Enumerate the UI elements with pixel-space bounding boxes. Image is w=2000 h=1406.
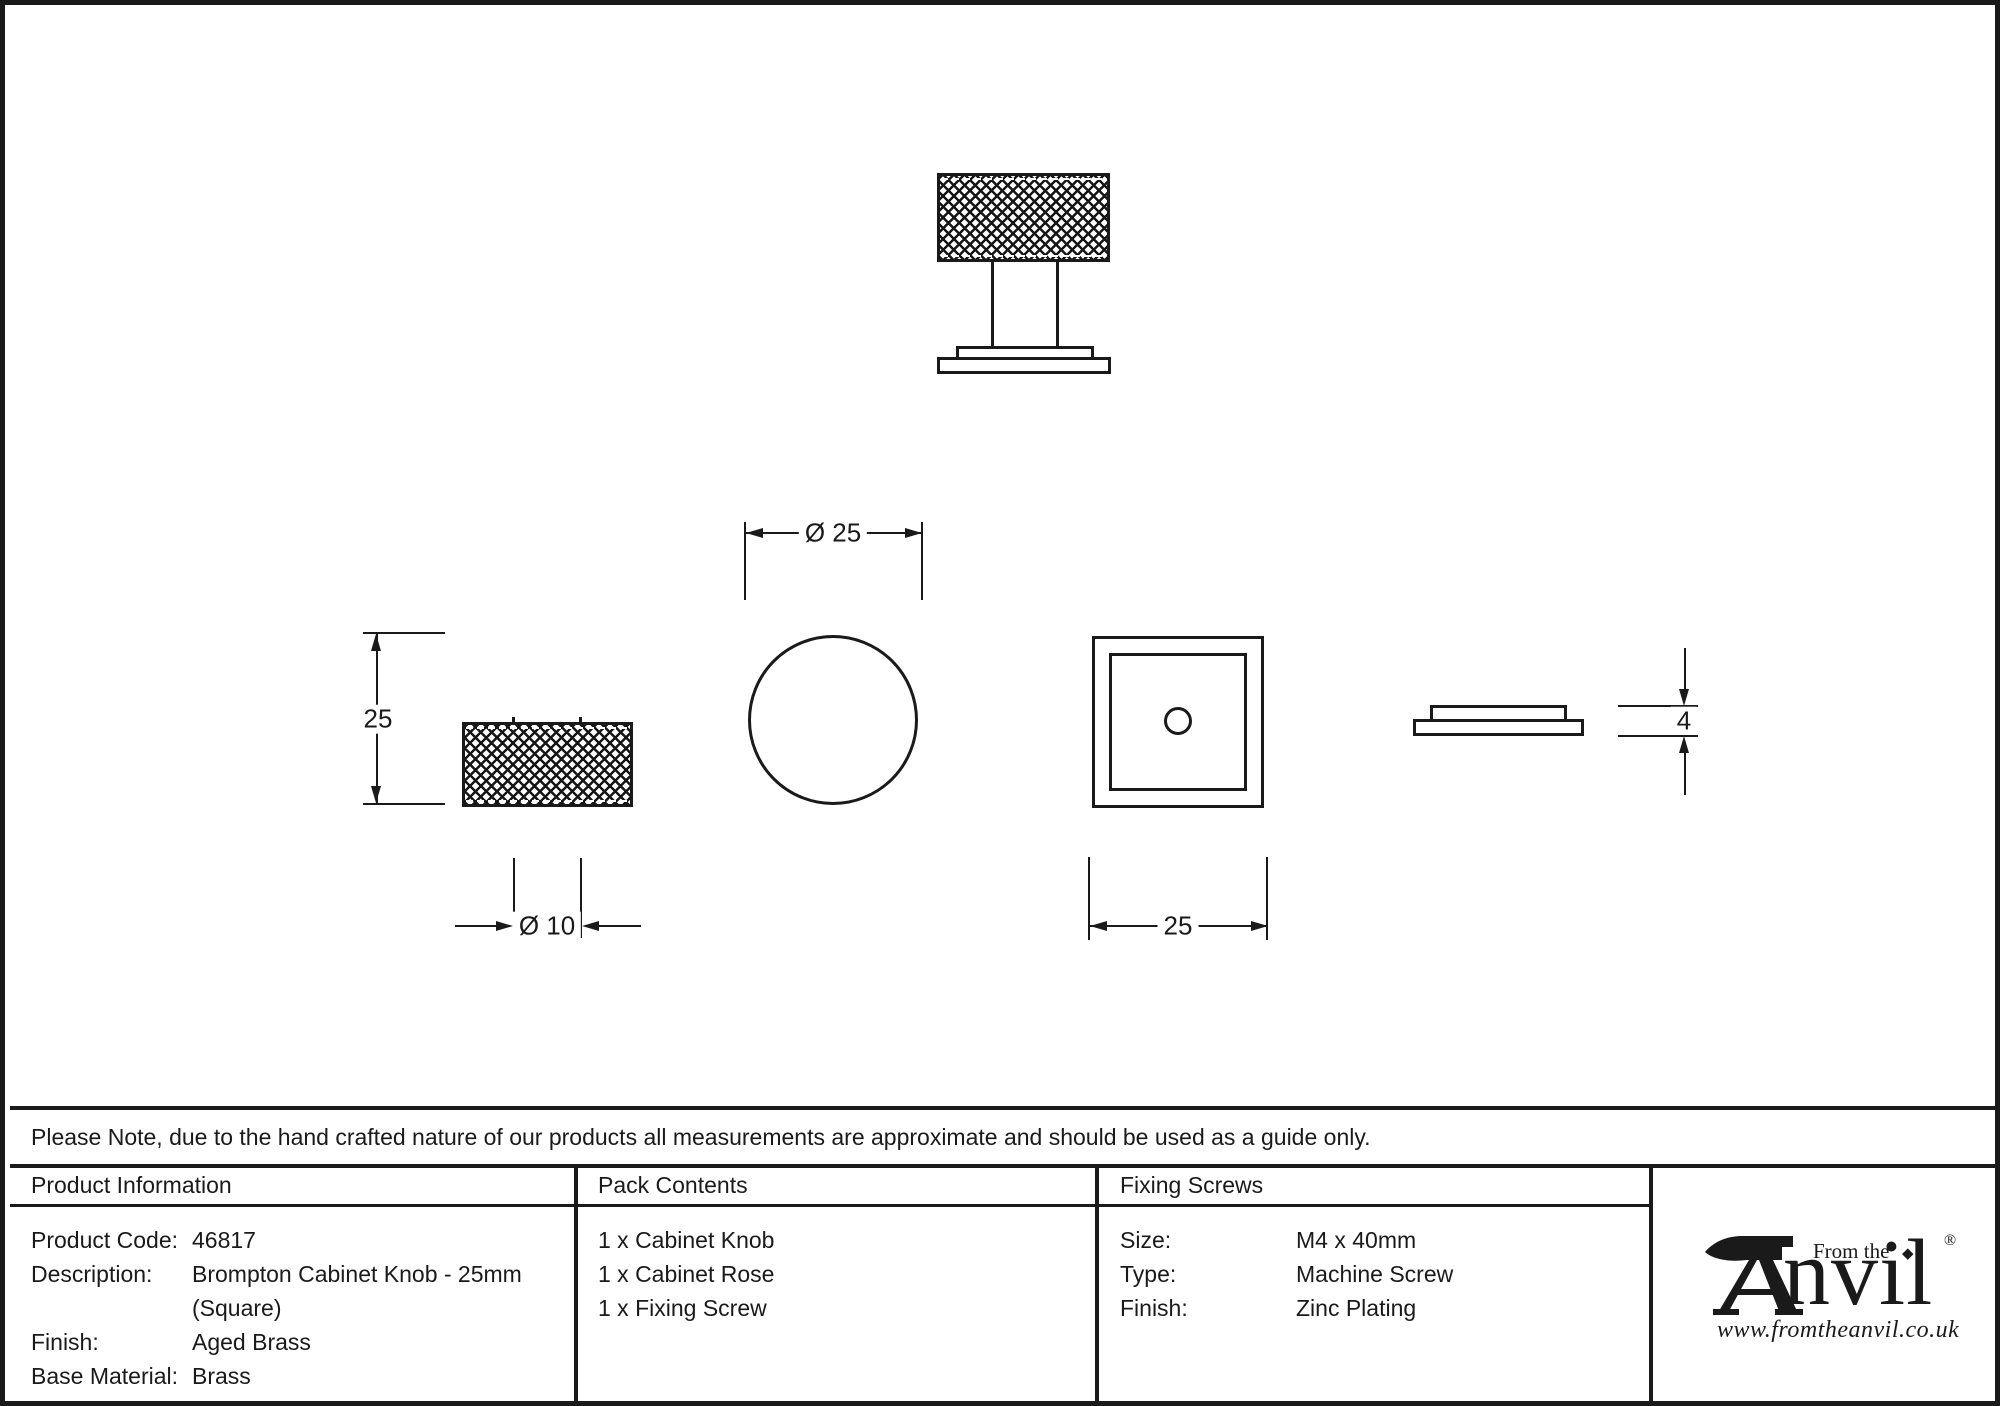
row-label: Finish:: [1120, 1295, 1188, 1321]
table-divider-1: [574, 1168, 578, 1401]
measurement-note: Please Note, due to the hand crafted nat…: [31, 1123, 1371, 1150]
dim-extension-line: [921, 522, 923, 600]
dim-label-rose-thickness: 4: [1670, 707, 1698, 736]
dim-line: [455, 925, 499, 927]
front-view-stem: [991, 261, 1059, 349]
dim-extension-line: [580, 858, 582, 938]
dim-extension-line: [513, 858, 515, 938]
dim-line: [1684, 751, 1686, 795]
arrowhead-down: [371, 786, 381, 803]
dim-extension-line: [744, 522, 746, 600]
table-top-border: [10, 1164, 1995, 1168]
row-label: Finish:: [31, 1329, 99, 1355]
product-information-header: Product Information: [31, 1172, 232, 1198]
fixing-screws-header: Fixing Screws: [1120, 1172, 1264, 1198]
dim-label-knob-diameter: Ø 25: [798, 519, 868, 548]
rose-screw-hole: [1164, 707, 1192, 735]
note-row-top-border: [10, 1106, 1995, 1110]
dim-extension-line: [363, 632, 445, 634]
logo-brand-text: nvil: [1783, 1221, 1934, 1325]
dim-line: [1684, 648, 1686, 692]
row-label: Size:: [1120, 1227, 1172, 1253]
product-information-table: Product Code: 46817 Description: Brompto…: [31, 1223, 552, 1393]
list-item: 1 x Cabinet Rose: [598, 1261, 775, 1287]
logo-website-url: www.fromtheanvil.co.uk: [1717, 1317, 1960, 1343]
front-view-rose-flange: [956, 346, 1094, 360]
row-label: Description:: [31, 1261, 153, 1287]
logo-from-the: From the: [1813, 1239, 1890, 1263]
registered-trademark-icon: ®: [1944, 1232, 1957, 1249]
diamond-icon: ◆: [1902, 1246, 1914, 1262]
list-item: 1 x Fixing Screw: [598, 1295, 767, 1321]
row-value: 46817: [192, 1227, 256, 1253]
drawing-front-view: [5, 5, 1995, 374]
dim-extension-line: [1618, 735, 1698, 737]
dim-extension-line: [1618, 705, 1698, 707]
arrowhead-left: [1090, 921, 1107, 931]
dim-label-side-height: 25: [357, 705, 399, 734]
row-value: Brass: [192, 1363, 251, 1389]
arrowhead-left: [582, 921, 599, 931]
table-divider-3: [1649, 1168, 1653, 1401]
row-value: Aged Brass: [192, 1329, 311, 1355]
top-view-circle: [748, 635, 918, 805]
row-label: Base Material:: [31, 1363, 179, 1389]
row-value: Brompton Cabinet Knob - 25mm (Square): [192, 1261, 522, 1321]
arrowhead-left: [746, 528, 763, 538]
pack-contents-header: Pack Contents: [598, 1172, 748, 1198]
arrowhead-right: [905, 528, 922, 538]
drawing-side-view: 25 Ø 10: [5, 94, 1995, 941]
rose-profile-top: [1430, 705, 1567, 722]
table-divider-2: [1095, 1168, 1099, 1401]
table-header-underline: [10, 1204, 1651, 1207]
row-value: M4 x 40mm: [1296, 1227, 1417, 1253]
anvil-icon: [1705, 1236, 1803, 1315]
row-value: Machine Screw: [1296, 1261, 1454, 1287]
row-label: Product Code:: [31, 1227, 179, 1253]
front-view-knurled-head: [937, 173, 1110, 262]
dim-line: [597, 925, 641, 927]
row-label: Type:: [1120, 1261, 1177, 1287]
dim-extension-line: [1088, 857, 1090, 940]
arrowhead-up: [1679, 736, 1689, 753]
dim-label-rose-width: 25: [1157, 912, 1199, 941]
arrowhead-up: [371, 634, 381, 651]
dim-extension-line: [1266, 857, 1268, 940]
fixing-screws-table: Size: M4 x 40mm Type: Machine Screw Fini…: [1120, 1223, 1626, 1325]
arrowhead-right: [496, 921, 513, 931]
pack-contents-list: 1 x Cabinet Knob 1 x Cabinet Rose 1 x Fi…: [598, 1223, 774, 1325]
list-item: 1 x Cabinet Knob: [598, 1227, 775, 1253]
dim-label-stem-diameter: Ø 10: [512, 912, 582, 941]
side-view-knurled-head: [462, 722, 633, 807]
arrowhead-right: [1251, 921, 1268, 931]
from-the-anvil-logo: From the ◆ nvil ® www.fromtheanvil.co.uk: [1655, 1223, 1985, 1361]
arrowhead-down: [1679, 689, 1689, 706]
row-value: Zinc Plating: [1296, 1295, 1417, 1321]
dim-extension-line: [363, 803, 445, 805]
